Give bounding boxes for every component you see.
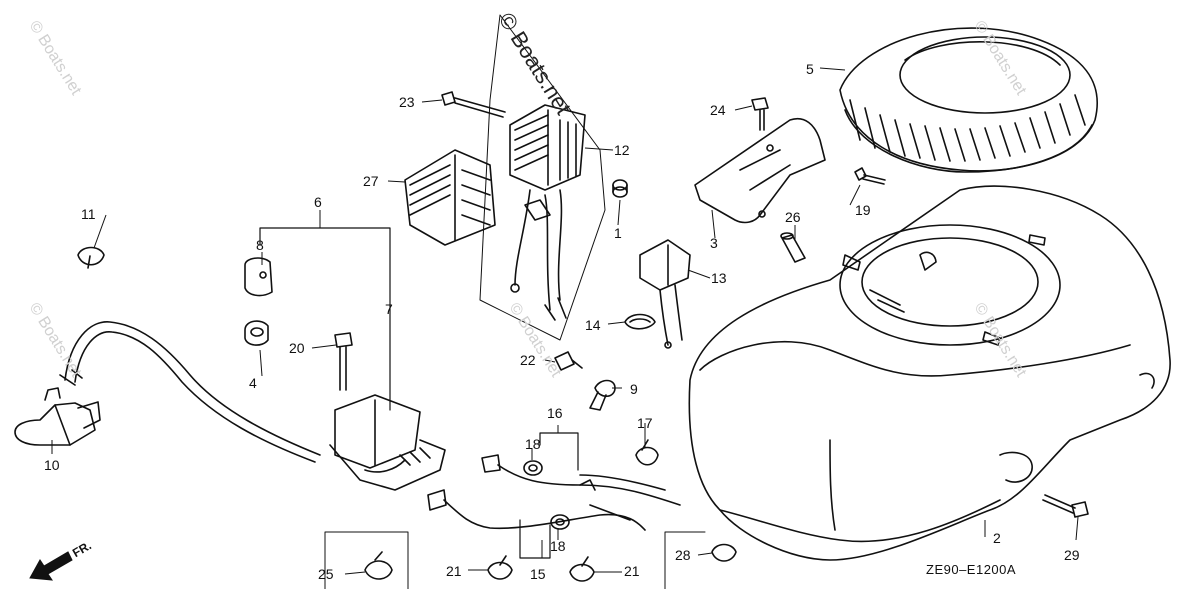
part-label[interactable]: 9 bbox=[630, 381, 638, 397]
part-label[interactable]: 11 bbox=[81, 206, 96, 222]
clamp-21b bbox=[569, 556, 595, 582]
part-label[interactable]: 20 bbox=[289, 340, 305, 356]
fan-cover bbox=[688, 185, 1171, 561]
part-label[interactable]: 26 bbox=[785, 209, 801, 225]
bolt-20 bbox=[334, 332, 353, 391]
part-label[interactable]: 21 bbox=[446, 563, 462, 579]
diagram-code: ZE90–E1200A bbox=[926, 562, 1017, 577]
bolt-24 bbox=[751, 97, 769, 131]
bolt-22 bbox=[554, 351, 583, 371]
bolt-29 bbox=[1042, 494, 1089, 518]
bracket-6 bbox=[259, 227, 391, 411]
part-label[interactable]: 1 bbox=[614, 225, 622, 241]
clamp-28 bbox=[711, 543, 737, 562]
group-box-12 bbox=[479, 14, 606, 341]
part-label[interactable]: 14 bbox=[585, 317, 601, 333]
bolt-23 bbox=[441, 91, 506, 118]
part-label[interactable]: 18 bbox=[525, 436, 541, 452]
part-label[interactable]: 3 bbox=[710, 235, 718, 251]
bracket-16 bbox=[539, 432, 579, 471]
wire-harness-15 bbox=[427, 489, 646, 531]
part-label[interactable]: 13 bbox=[711, 270, 727, 286]
part-label[interactable]: 24 bbox=[710, 102, 726, 118]
clip-9 bbox=[589, 379, 616, 411]
grommet-18a bbox=[523, 460, 543, 476]
part-label[interactable]: 16 bbox=[547, 405, 563, 421]
part-label[interactable]: 8 bbox=[256, 237, 264, 253]
part-label[interactable]: 28 bbox=[675, 547, 691, 563]
part-label[interactable]: 22 bbox=[520, 352, 536, 368]
part-label[interactable]: 4 bbox=[249, 375, 257, 391]
part-label[interactable]: 25 bbox=[318, 566, 334, 582]
bracket-15 bbox=[519, 519, 551, 559]
part-label[interactable]: 5 bbox=[806, 61, 814, 77]
spark-plug-cap bbox=[14, 387, 101, 446]
part-label[interactable]: 23 bbox=[399, 94, 415, 110]
regulator-rectifier bbox=[509, 104, 586, 321]
clamp-25 bbox=[364, 551, 393, 580]
grommet-18b bbox=[550, 514, 570, 530]
part-label[interactable]: 27 bbox=[363, 173, 379, 189]
ignition-coil bbox=[329, 394, 446, 491]
leader-lines bbox=[51, 67, 1079, 575]
collar-26 bbox=[780, 232, 806, 263]
clamp-17 bbox=[635, 439, 659, 466]
recoil-starter-cover bbox=[839, 27, 1098, 173]
collar-1 bbox=[612, 179, 628, 198]
part-label[interactable]: 18 bbox=[550, 538, 566, 554]
grommet-8 bbox=[244, 257, 273, 297]
part-label[interactable]: 17 bbox=[637, 415, 653, 431]
unit-13 bbox=[639, 239, 691, 349]
bottom-frame bbox=[324, 531, 706, 589]
part-label[interactable]: 21 bbox=[624, 563, 640, 579]
grommet-4 bbox=[244, 320, 269, 346]
part-label[interactable]: 2 bbox=[993, 530, 1001, 546]
wire-harness-16 bbox=[481, 454, 681, 506]
part-label[interactable]: 6 bbox=[314, 194, 322, 210]
part-label[interactable]: 10 bbox=[44, 457, 60, 473]
part-label[interactable]: 19 bbox=[855, 202, 871, 218]
part-label[interactable]: 7 bbox=[385, 301, 393, 317]
clamp-21a bbox=[487, 555, 513, 580]
part-label[interactable]: 12 bbox=[614, 142, 630, 158]
guard-plate bbox=[694, 118, 826, 224]
clamp-11 bbox=[77, 246, 105, 269]
part-label[interactable]: 29 bbox=[1064, 547, 1080, 563]
high-tension-cord bbox=[59, 321, 321, 463]
clamp-14 bbox=[624, 313, 656, 330]
regulator-27 bbox=[404, 149, 496, 246]
part-label[interactable]: 15 bbox=[530, 566, 546, 582]
front-arrow-icon bbox=[29, 551, 73, 581]
screw-19 bbox=[854, 167, 886, 185]
